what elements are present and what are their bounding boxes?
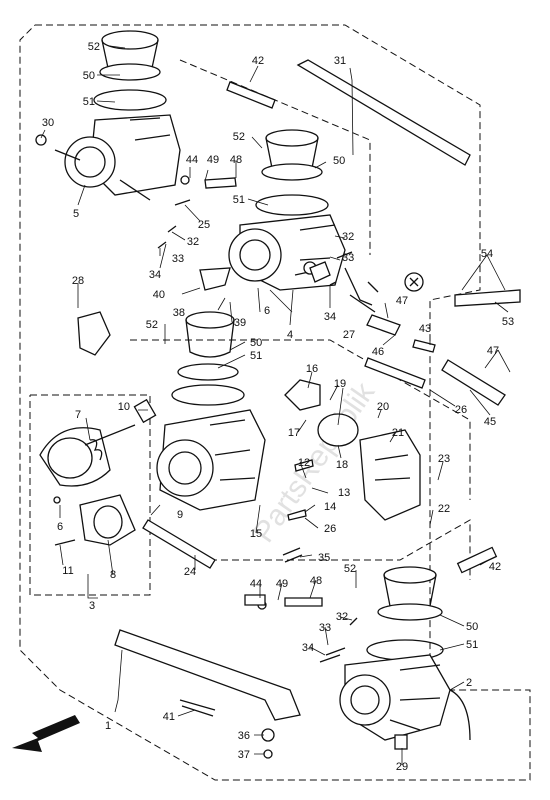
callout-53: 53 bbox=[502, 316, 514, 328]
callout-47: 47 bbox=[396, 295, 408, 307]
callout-7: 7 bbox=[75, 409, 81, 421]
callout-48-b: 48 bbox=[310, 575, 322, 587]
callout-52: 52 bbox=[88, 41, 100, 53]
callout-22: 22 bbox=[438, 503, 450, 515]
callout-32-b: 32 bbox=[342, 231, 354, 243]
callout-51: 51 bbox=[83, 96, 95, 108]
callout-48: 48 bbox=[230, 154, 242, 166]
callout-41: 41 bbox=[163, 711, 175, 723]
callout-45: 45 bbox=[484, 416, 496, 428]
hose-45 bbox=[441, 359, 506, 406]
stay-plate bbox=[296, 59, 471, 166]
callout-15: 15 bbox=[250, 528, 262, 540]
callout-44-b: 44 bbox=[250, 578, 262, 590]
joint-top bbox=[226, 81, 276, 109]
callout-54: 54 bbox=[481, 248, 493, 260]
callout-17: 17 bbox=[288, 427, 300, 439]
callout-24: 24 bbox=[184, 566, 196, 578]
callout-37: 37 bbox=[238, 749, 250, 761]
callout-47-b: 47 bbox=[487, 345, 499, 357]
carburetor-top-left bbox=[35, 30, 181, 201]
leader-lines bbox=[40, 45, 511, 765]
callout-50-b: 50 bbox=[333, 155, 345, 167]
callout-51-b: 51 bbox=[233, 194, 245, 206]
callout-51-c: 51 bbox=[250, 350, 262, 362]
callout-30: 30 bbox=[42, 117, 54, 129]
callout-42: 42 bbox=[252, 55, 264, 67]
callout-35: 35 bbox=[318, 552, 330, 564]
callout-34-b: 34 bbox=[324, 311, 336, 323]
callout-19: 19 bbox=[334, 378, 346, 390]
callout-27: 27 bbox=[343, 329, 355, 341]
callout-38: 38 bbox=[173, 307, 185, 319]
callout-34: 34 bbox=[149, 269, 161, 281]
callout-13: 13 bbox=[338, 487, 350, 499]
callout-16: 16 bbox=[306, 363, 318, 375]
callout-4: 4 bbox=[287, 329, 293, 341]
callout-12: 12 bbox=[298, 457, 310, 469]
callout-14: 14 bbox=[324, 501, 336, 513]
callout-32-c: 32 bbox=[336, 611, 348, 623]
callout-31: 31 bbox=[334, 55, 346, 67]
callout-50-d: 50 bbox=[466, 621, 478, 633]
callout-52-c: 52 bbox=[146, 319, 158, 331]
callout-32: 32 bbox=[187, 236, 199, 248]
callout-20: 20 bbox=[377, 401, 389, 413]
hose-53 bbox=[454, 289, 521, 307]
carb-4-outline bbox=[210, 519, 471, 580]
callout-46: 46 bbox=[372, 346, 384, 358]
bracket-28 bbox=[77, 311, 111, 356]
carburetor-upper-middle bbox=[228, 129, 346, 291]
callout-49-b: 49 bbox=[276, 578, 288, 590]
cable-end bbox=[364, 357, 426, 389]
outer-assembly-outline bbox=[19, 24, 531, 781]
callout-21: 21 bbox=[392, 427, 404, 439]
linkage-and-small-parts bbox=[77, 59, 521, 759]
callout-9: 9 bbox=[177, 509, 183, 521]
callout-34-c: 34 bbox=[302, 642, 314, 654]
callout-43: 43 bbox=[419, 323, 431, 335]
callout-50: 50 bbox=[83, 70, 95, 82]
callout-40: 40 bbox=[153, 289, 165, 301]
callout-51-d: 51 bbox=[466, 639, 478, 651]
carburetor-bottom-right bbox=[339, 566, 471, 750]
callout-50-c: 50 bbox=[250, 337, 262, 349]
callout-39: 39 bbox=[234, 317, 246, 329]
callout-52-b: 52 bbox=[233, 131, 245, 143]
callout-11: 11 bbox=[62, 565, 73, 577]
callout-labels: 52 50 51 30 5 42 31 52 50 51 44 49 48 25… bbox=[42, 41, 514, 773]
rod-24 bbox=[142, 519, 216, 569]
subassembly-3-parts bbox=[39, 398, 157, 546]
subassembly-3-outline bbox=[29, 394, 151, 596]
callout-2: 2 bbox=[466, 677, 472, 689]
callout-28: 28 bbox=[72, 275, 84, 287]
callout-23: 23 bbox=[438, 453, 450, 465]
callout-1: 1 bbox=[105, 720, 111, 732]
front-arrow-icon bbox=[12, 715, 80, 752]
callout-8: 8 bbox=[110, 569, 116, 581]
callout-10: 10 bbox=[118, 401, 130, 413]
callout-25: 25 bbox=[198, 219, 210, 231]
callout-42-b: 42 bbox=[489, 561, 501, 573]
callout-44: 44 bbox=[186, 154, 198, 166]
callout-5: 5 bbox=[73, 208, 79, 220]
callout-3: 3 bbox=[89, 600, 95, 612]
callout-33-b: 33 bbox=[342, 252, 354, 264]
callout-49: 49 bbox=[207, 154, 219, 166]
callout-26: 26 bbox=[455, 404, 467, 416]
callout-52-d: 52 bbox=[344, 563, 356, 575]
callout-29: 29 bbox=[396, 761, 408, 773]
callout-18: 18 bbox=[336, 459, 348, 471]
callout-36: 36 bbox=[238, 730, 250, 742]
carburetor-center bbox=[156, 311, 421, 521]
callout-6-b: 6 bbox=[57, 521, 63, 533]
callout-26-b: 26 bbox=[324, 523, 336, 535]
callout-33: 33 bbox=[172, 253, 184, 265]
throttle-shaft bbox=[114, 629, 301, 721]
callout-33-c: 33 bbox=[319, 622, 331, 634]
callout-6: 6 bbox=[264, 305, 270, 317]
